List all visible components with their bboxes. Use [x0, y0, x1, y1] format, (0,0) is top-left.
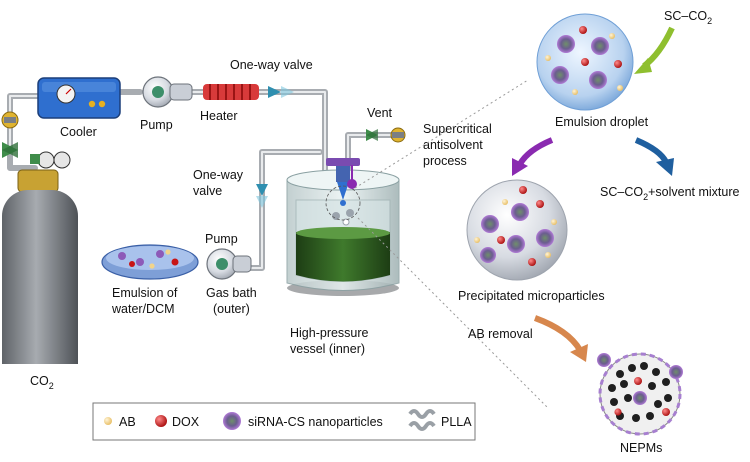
- yellow-valve-icon: [1, 111, 19, 129]
- legend-ab: AB: [104, 415, 136, 429]
- pump-bottom-label: Pump: [205, 232, 238, 246]
- nepms-label: NEPMs: [620, 441, 662, 455]
- heater-label: Heater: [200, 109, 238, 123]
- heater-coil: [203, 84, 259, 100]
- precipitated-label: Precipitated microparticles: [458, 289, 605, 303]
- vent-label: Vent: [367, 106, 393, 120]
- ab-removal-label: AB removal: [468, 327, 533, 341]
- cooler-unit: [37, 77, 121, 119]
- nepm-sphere: [597, 352, 683, 436]
- vessel-label-line1: High-pressure: [290, 326, 369, 340]
- legend-sirna: siRNA-CS nanoparticles: [223, 412, 383, 430]
- one-way-valve-left-icon: [256, 184, 268, 208]
- sc-mix-label: SC–CO2+solvent mixture: [600, 185, 739, 202]
- supercritical-label-line2: antisolvent: [423, 138, 483, 152]
- legend: AB DOX siRNA-CS nanoparticles PLLA: [92, 402, 476, 441]
- pump-top-label: Pump: [140, 118, 173, 132]
- emulsion-droplet-sphere: [536, 13, 634, 111]
- emulsion-dish: [101, 244, 199, 280]
- gas-bath-label-line1: Gas bath: [206, 286, 257, 300]
- co2-cylinder: [2, 151, 78, 364]
- cooler-label: Cooler: [60, 125, 97, 139]
- pump-bottom-icon: [206, 248, 252, 280]
- vent-valve-icon: [366, 127, 406, 143]
- ab-removal-arrow: [533, 315, 583, 352]
- one-way-valve-left-line1: One-way: [193, 168, 244, 182]
- emulsion-droplet-label: Emulsion droplet: [555, 115, 649, 129]
- zoom-guide-lines: [354, 79, 549, 409]
- pump-top-icon: [142, 76, 193, 108]
- emulsion-label-line2: water/DCM: [111, 302, 175, 316]
- emulsion-label-line1: Emulsion of: [112, 286, 178, 300]
- high-pressure-vessel: [286, 158, 400, 296]
- sc-co2-label: SC–CO2: [664, 9, 712, 26]
- one-way-valve-top-label: One-way valve: [230, 58, 313, 72]
- legend-sirna-label: siRNA-CS nanoparticles: [248, 415, 383, 429]
- green-valve-icon: [2, 142, 18, 158]
- vessel-label-line2: vessel (inner): [290, 342, 365, 356]
- legend-dox-label: DOX: [172, 415, 200, 429]
- co2-label: CO2: [30, 374, 54, 391]
- legend-dox: DOX: [155, 415, 200, 429]
- supercritical-label-line1: Supercritical: [423, 122, 492, 136]
- precipitated-microparticle-sphere: [466, 179, 568, 281]
- supercritical-label-line3: process: [423, 154, 467, 168]
- purple-arrow: [517, 137, 554, 166]
- one-way-valve-left-line2: valve: [193, 184, 222, 198]
- legend-plla: PLLA: [408, 409, 472, 431]
- gas-bath-label-line2: (outer): [213, 302, 250, 316]
- one-way-valve-top-icon: [268, 86, 294, 98]
- legend-plla-label: PLLA: [441, 415, 472, 429]
- legend-ab-label: AB: [119, 415, 136, 429]
- blue-arrow: [634, 137, 669, 164]
